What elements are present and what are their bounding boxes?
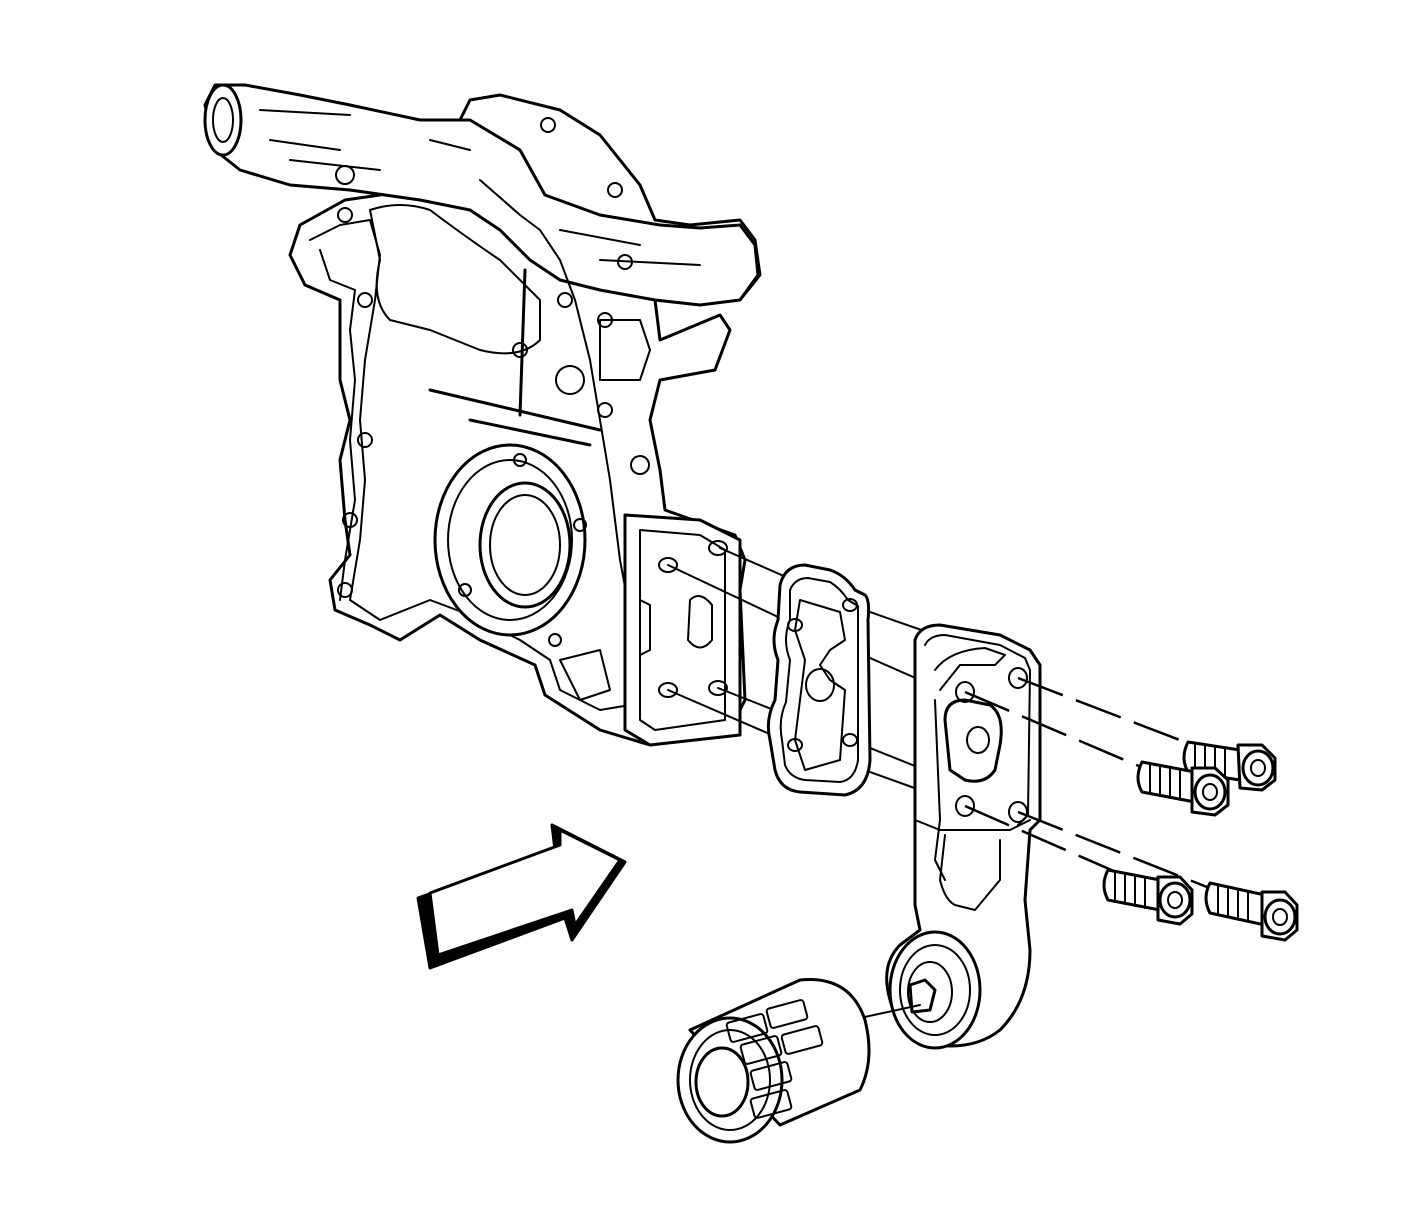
bolt [1136,760,1230,817]
engine-front-cover [203,83,762,747]
gasket [766,563,872,797]
oil-filter-adapter [885,623,1042,1050]
oil-filter [676,978,871,1144]
bolt [1102,868,1194,926]
direction-arrow [416,823,627,970]
bolt [1204,881,1299,942]
